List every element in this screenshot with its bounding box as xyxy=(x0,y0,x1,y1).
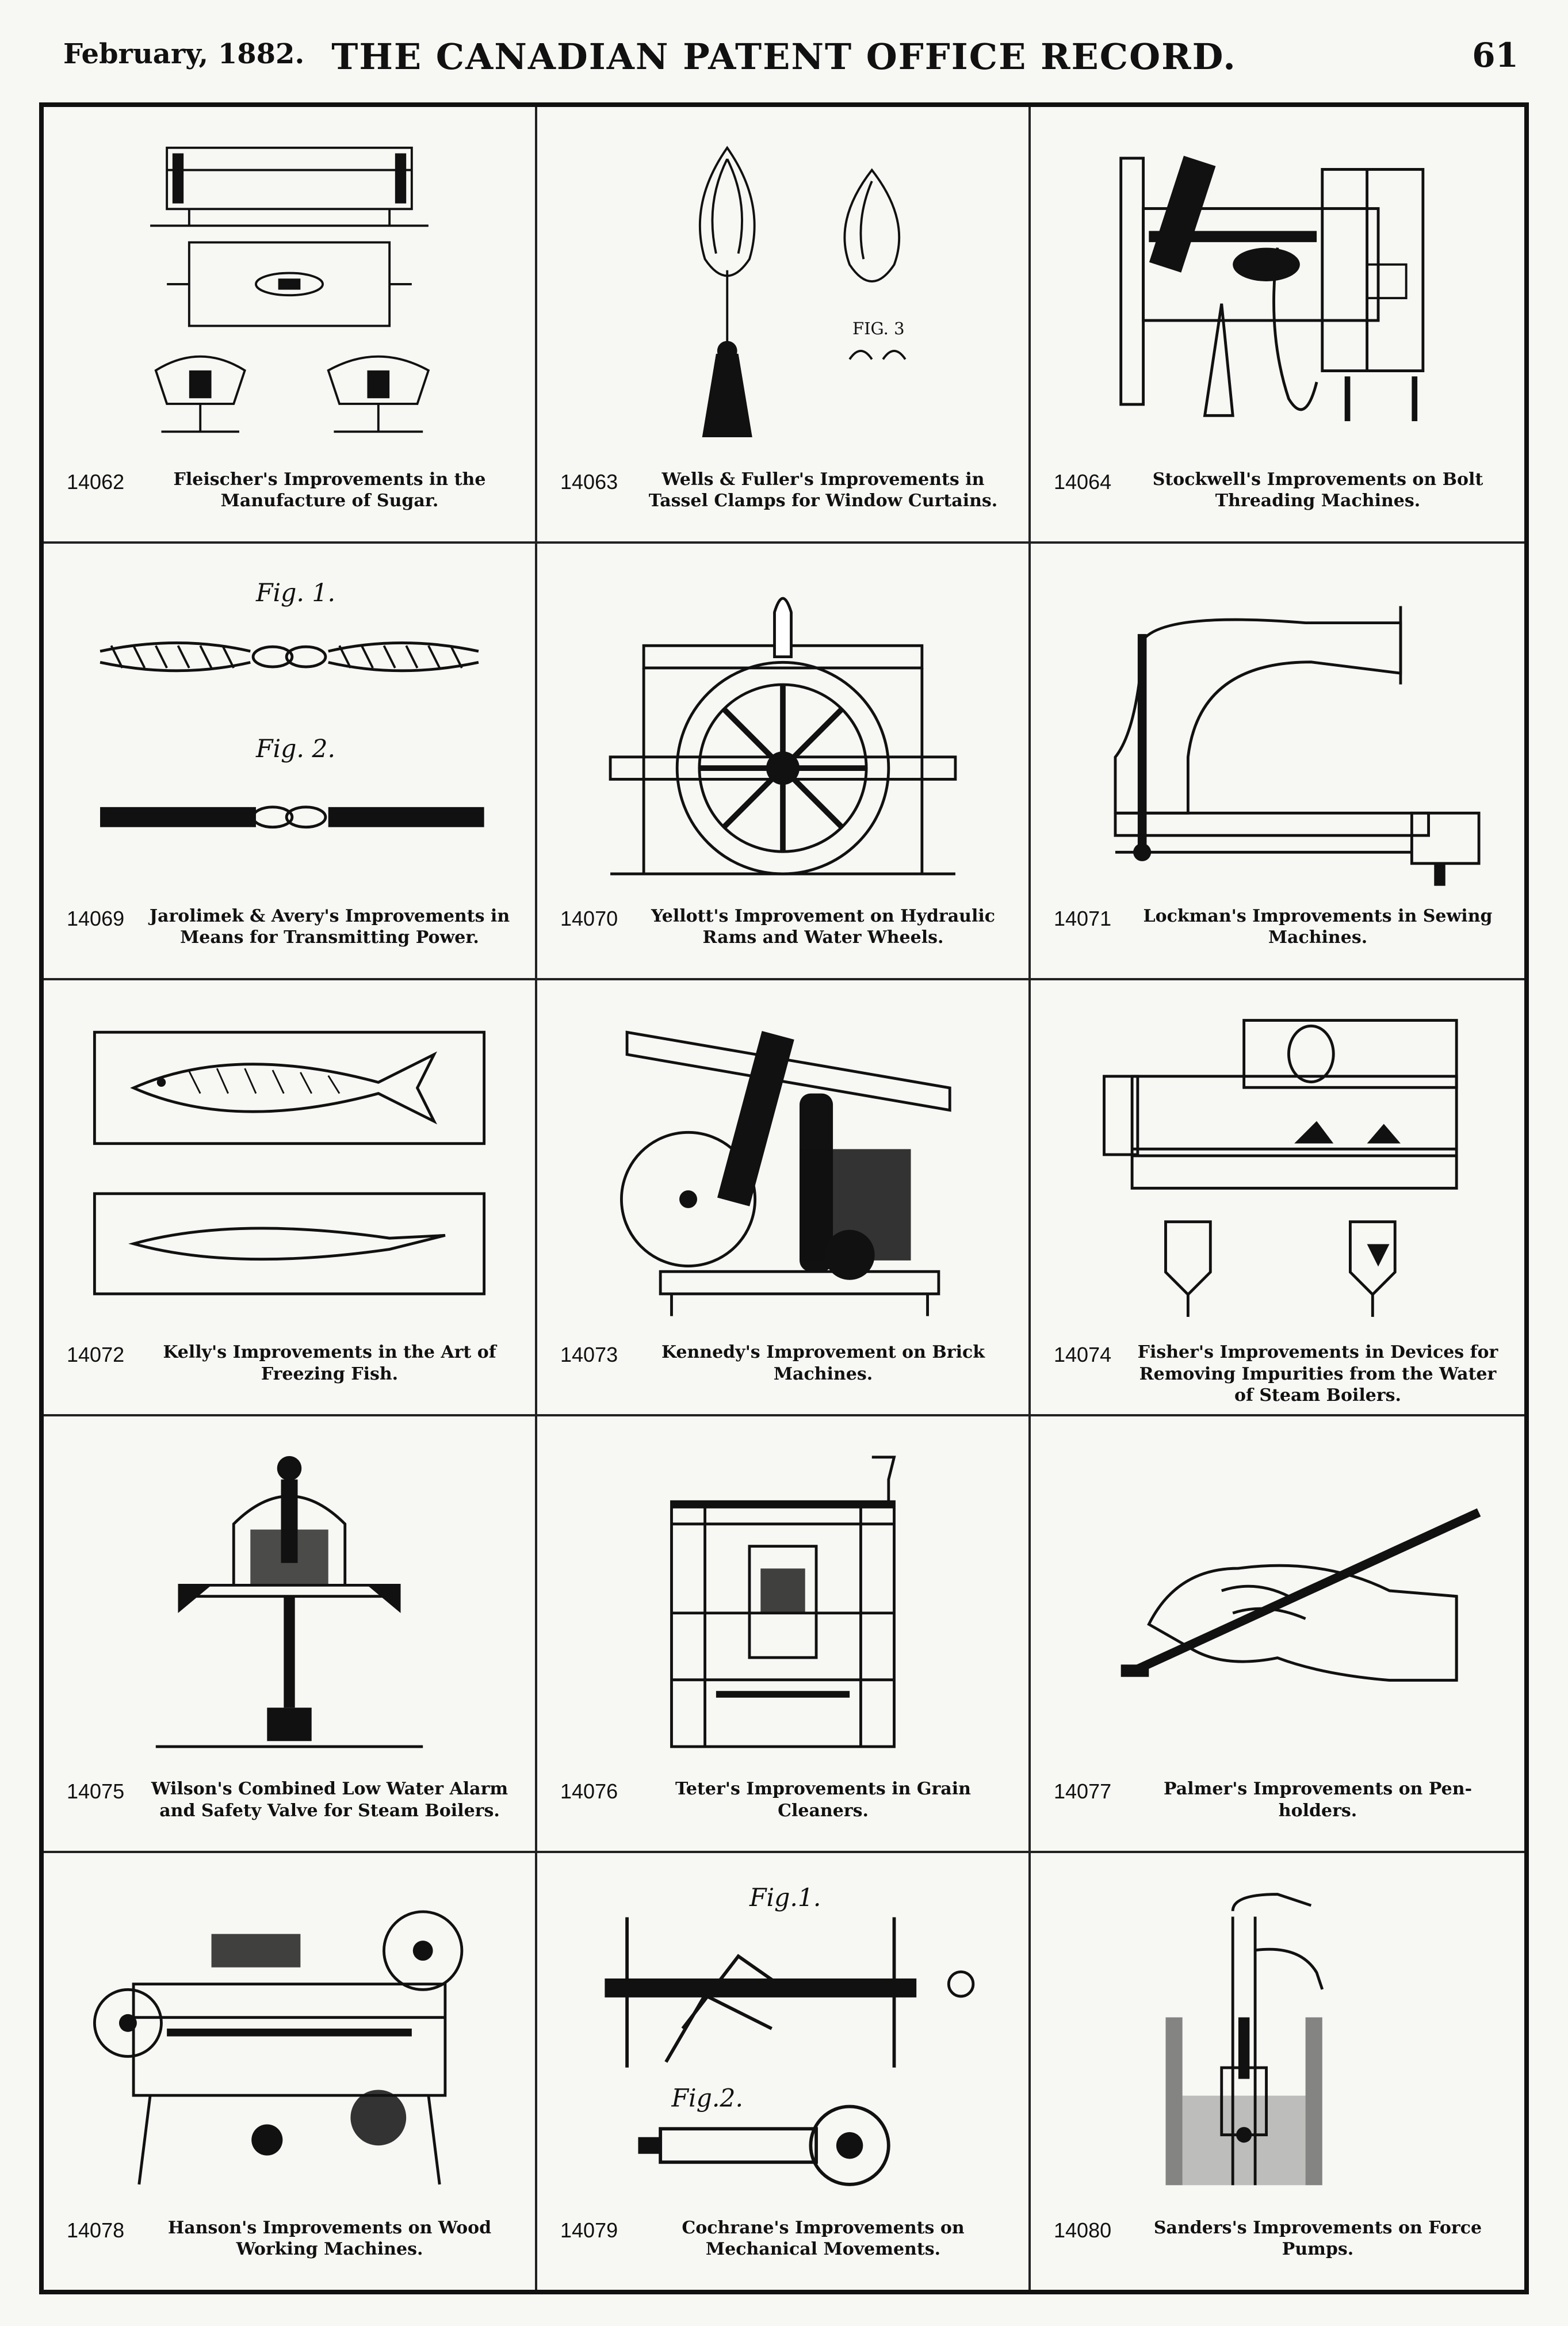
patent-cell-14080: 14080 Sanders's Improvements on Force Pu… xyxy=(1031,1853,1524,2290)
patent-cell-14075: 14075 Wilson's Combined Low Water Alarm … xyxy=(44,1416,537,1854)
patent-caption: 14070 Yellott's Improvement on Hydraulic… xyxy=(554,902,1011,965)
patent-number: 14078 xyxy=(67,2218,125,2242)
patent-caption: 14062 Fleischer's Improvements in the Ma… xyxy=(61,465,518,529)
patent-cell-14070: 14070 Yellott's Improvement on Hydraulic… xyxy=(537,543,1031,980)
patent-cell-14077: 14077 Palmer's Improvements on Pen-holde… xyxy=(1031,1416,1524,1854)
frozen-fish-drawing xyxy=(67,998,512,1334)
patent-caption: 14078 Hanson's Improvements on Wood Work… xyxy=(61,2214,518,2277)
patent-number: 14079 xyxy=(560,2218,618,2242)
water-wheel-drawing xyxy=(560,561,1005,897)
bolt-threading-machine-drawing xyxy=(1054,124,1501,461)
patent-title: Fleischer's Improvements in the Manufact… xyxy=(173,469,486,511)
patent-number: 14069 xyxy=(67,906,125,930)
patent-title: Kennedy's Improvement on Brick Machines. xyxy=(661,1342,985,1384)
patent-cell-14072: 14072 Kelly's Improvements in the Art of… xyxy=(44,980,537,1417)
sewing-machine-drawing xyxy=(1054,561,1501,897)
patent-caption: 14071 Lockman's Improvements in Sewing M… xyxy=(1048,902,1507,965)
patent-number: 14073 xyxy=(560,1343,618,1367)
patent-cell-14074: 14074 Fisher's Improvements in Devices f… xyxy=(1031,980,1524,1417)
patent-number: 14072 xyxy=(67,1343,125,1367)
patent-title: Cochrane's Improvements on Mechanical Mo… xyxy=(682,2217,965,2260)
fig-2-label: Fig.2. xyxy=(671,2084,744,2113)
patent-cell-14064: 14064 Stockwell's Improvements on Bolt T… xyxy=(1031,107,1524,544)
mechanical-movement-drawing: Fig.1. Fig.2. xyxy=(560,1870,1005,2209)
patent-cell-14078: 14078 Hanson's Improvements on Wood Work… xyxy=(44,1853,537,2290)
patent-number: 14080 xyxy=(1054,2218,1112,2242)
patent-caption: 14080 Sanders's Improvements on Force Pu… xyxy=(1048,2214,1507,2277)
patent-caption: 14064 Stockwell's Improvements on Bolt T… xyxy=(1048,465,1507,529)
patent-title: Lockman's Improvements in Sewing Machine… xyxy=(1143,906,1493,948)
sugar-apparatus-drawing xyxy=(67,124,512,461)
brick-machine-drawing xyxy=(560,998,1005,1334)
patent-number: 14077 xyxy=(1054,1779,1112,1804)
fig-1-label: Fig.1. xyxy=(749,1884,821,1912)
force-pump-drawing xyxy=(1054,1870,1501,2209)
boiler-impurity-device-drawing xyxy=(1054,998,1501,1334)
fig-3-label: FIG. 3 xyxy=(852,319,905,338)
patent-cell-14071: 14071 Lockman's Improvements in Sewing M… xyxy=(1031,544,1524,980)
patent-cell-14073: 14073 Kennedy's Improvement on Brick Mac… xyxy=(537,980,1031,1417)
patent-caption: 14077 Palmer's Improvements on Pen-holde… xyxy=(1048,1775,1507,1838)
patent-number: 14063 xyxy=(560,469,618,494)
patent-caption: 14079 Cochrane's Improvements on Mechani… xyxy=(554,2214,1011,2277)
patent-caption: 14072 Kelly's Improvements in the Art of… xyxy=(61,1338,518,1401)
wood-working-machine-drawing xyxy=(67,1870,512,2209)
patent-title: Wells & Fuller's Improvements in Tassel … xyxy=(648,469,998,511)
grain-cleaner-drawing xyxy=(560,1434,1005,1770)
patent-caption: 14075 Wilson's Combined Low Water Alarm … xyxy=(61,1775,518,1838)
patent-number: 14062 xyxy=(67,469,125,494)
patent-number: 14076 xyxy=(560,1779,618,1804)
issue-date: February, 1882. xyxy=(63,38,305,70)
low-water-alarm-drawing xyxy=(67,1434,512,1770)
patent-number: 14064 xyxy=(1054,469,1112,494)
page-number: 61 xyxy=(1472,36,1519,75)
patent-cell-14062: 14062 Fleischer's Improvements in the Ma… xyxy=(44,107,537,544)
patent-caption: 14063 Wells & Fuller's Improvements in T… xyxy=(554,465,1011,529)
fig-2-label: Fig. 2. xyxy=(255,735,335,763)
patent-title: Sanders's Improvements on Force Pumps. xyxy=(1153,2217,1482,2260)
publication-title: THE CANADIAN PATENT OFFICE RECORD. xyxy=(331,36,1237,78)
patent-cell-14079: Fig.1. Fig.2. xyxy=(537,1853,1031,2290)
patent-cell-14063: FIG. 3 14063 Wells & Fuller's Improvemen… xyxy=(537,107,1031,544)
patent-caption: 14076 Teter's Improvements in Grain Clea… xyxy=(554,1775,1011,1838)
patent-number: 14070 xyxy=(560,906,618,930)
patent-number: 14075 xyxy=(67,1779,125,1804)
patent-cell-14076: 14076 Teter's Improvements in Grain Clea… xyxy=(537,1416,1031,1854)
patent-title: Stockwell's Improvements on Bolt Threadi… xyxy=(1152,469,1483,511)
patent-title: Hanson's Improvements on Wood Working Ma… xyxy=(167,2217,492,2260)
rope-coupling-drawing: Fig. 1. Fig. 2. xyxy=(67,561,512,897)
patent-cell-14069: Fig. 1. Fig. 2. xyxy=(44,543,537,980)
page-header: February, 1882. THE CANADIAN PATENT OFFI… xyxy=(0,0,1568,92)
patent-title: Wilson's Combined Low Water Alarm and Sa… xyxy=(151,1779,508,1821)
patent-grid: 14062 Fleischer's Improvements in the Ma… xyxy=(44,107,1524,2290)
patent-caption: 14074 Fisher's Improvements in Devices f… xyxy=(1048,1338,1507,1405)
patent-title: Fisher's Improvements in Devices for Rem… xyxy=(1137,1342,1498,1406)
patent-number: 14074 xyxy=(1054,1343,1112,1367)
patent-title: Palmer's Improvements on Pen-holders. xyxy=(1163,1779,1473,1821)
patent-illustration-plate: 14062 Fleischer's Improvements in the Ma… xyxy=(39,102,1529,2294)
patent-title: Teter's Improvements in Grain Cleaners. xyxy=(675,1779,971,1821)
patent-caption: 14073 Kennedy's Improvement on Brick Mac… xyxy=(554,1338,1011,1401)
fig-1-label: Fig. 1. xyxy=(255,579,335,608)
patent-title: Jarolimek & Avery's Improvements in Mean… xyxy=(149,906,510,948)
pen-holder-drawing xyxy=(1054,1434,1501,1770)
patent-caption: 14069 Jarolimek & Avery's Improvements i… xyxy=(61,902,518,965)
patent-number: 14071 xyxy=(1054,906,1112,930)
patent-title: Kelly's Improvements in the Art of Freez… xyxy=(163,1342,496,1384)
tassel-clamp-drawing: FIG. 3 xyxy=(560,124,1005,461)
patent-title: Yellott's Improvement on Hydraulic Rams … xyxy=(651,906,996,948)
